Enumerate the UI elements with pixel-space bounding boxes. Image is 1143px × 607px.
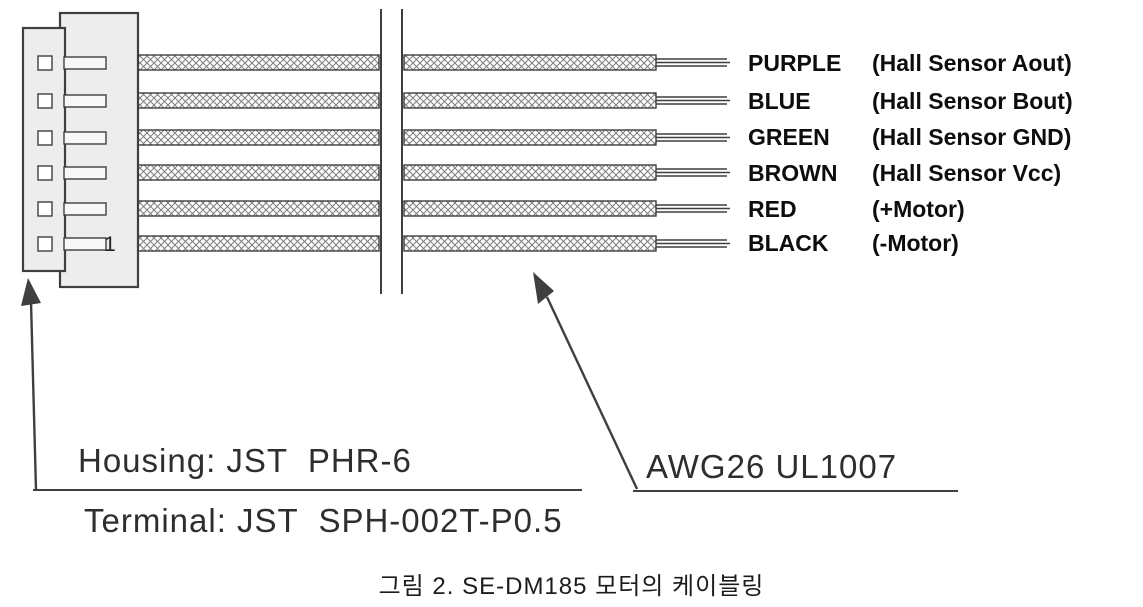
wire-spec-arrow (533, 272, 958, 492)
wire-function-label: (Hall Sensor Bout) (872, 88, 1073, 114)
wire-function-label: (Hall Sensor Vcc) (872, 160, 1062, 186)
connector-housing (21, 11, 140, 289)
stripped-wire-ends (656, 58, 730, 248)
wire-function-label: (Hall Sensor Aout) (872, 50, 1072, 76)
housing-spec-label: Housing: JST PHR-6 (78, 442, 412, 479)
wire-color-label: BROWN (748, 160, 838, 186)
arrow-up-icon (21, 278, 41, 306)
wire-color-label: PURPLE (748, 50, 842, 76)
wire-bundle-hatched (135, 54, 657, 252)
wire-color-label: BLACK (748, 230, 829, 256)
housing-arrow (21, 278, 582, 491)
terminal-spec-label: Terminal: JST SPH-002T-P0.5 (84, 502, 563, 539)
wire-color-label: GREEN (748, 124, 830, 150)
cable-break-marks (380, 9, 403, 294)
figure-caption: 그림 2. SE-DM185 모터의 케이블링 (378, 573, 765, 600)
wire-gauge-spec-label: AWG26 UL1007 (646, 448, 898, 485)
wire-function-label: (+Motor) (872, 196, 965, 222)
wire-color-label: RED (748, 196, 797, 222)
arrow-up-left-icon (533, 272, 554, 304)
wire-color-label: BLUE (748, 88, 811, 114)
wire-function-label: (Hall Sensor GND) (872, 124, 1072, 150)
pin-number-label: 1 (104, 233, 116, 256)
wire-function-label: (-Motor) (872, 230, 959, 256)
